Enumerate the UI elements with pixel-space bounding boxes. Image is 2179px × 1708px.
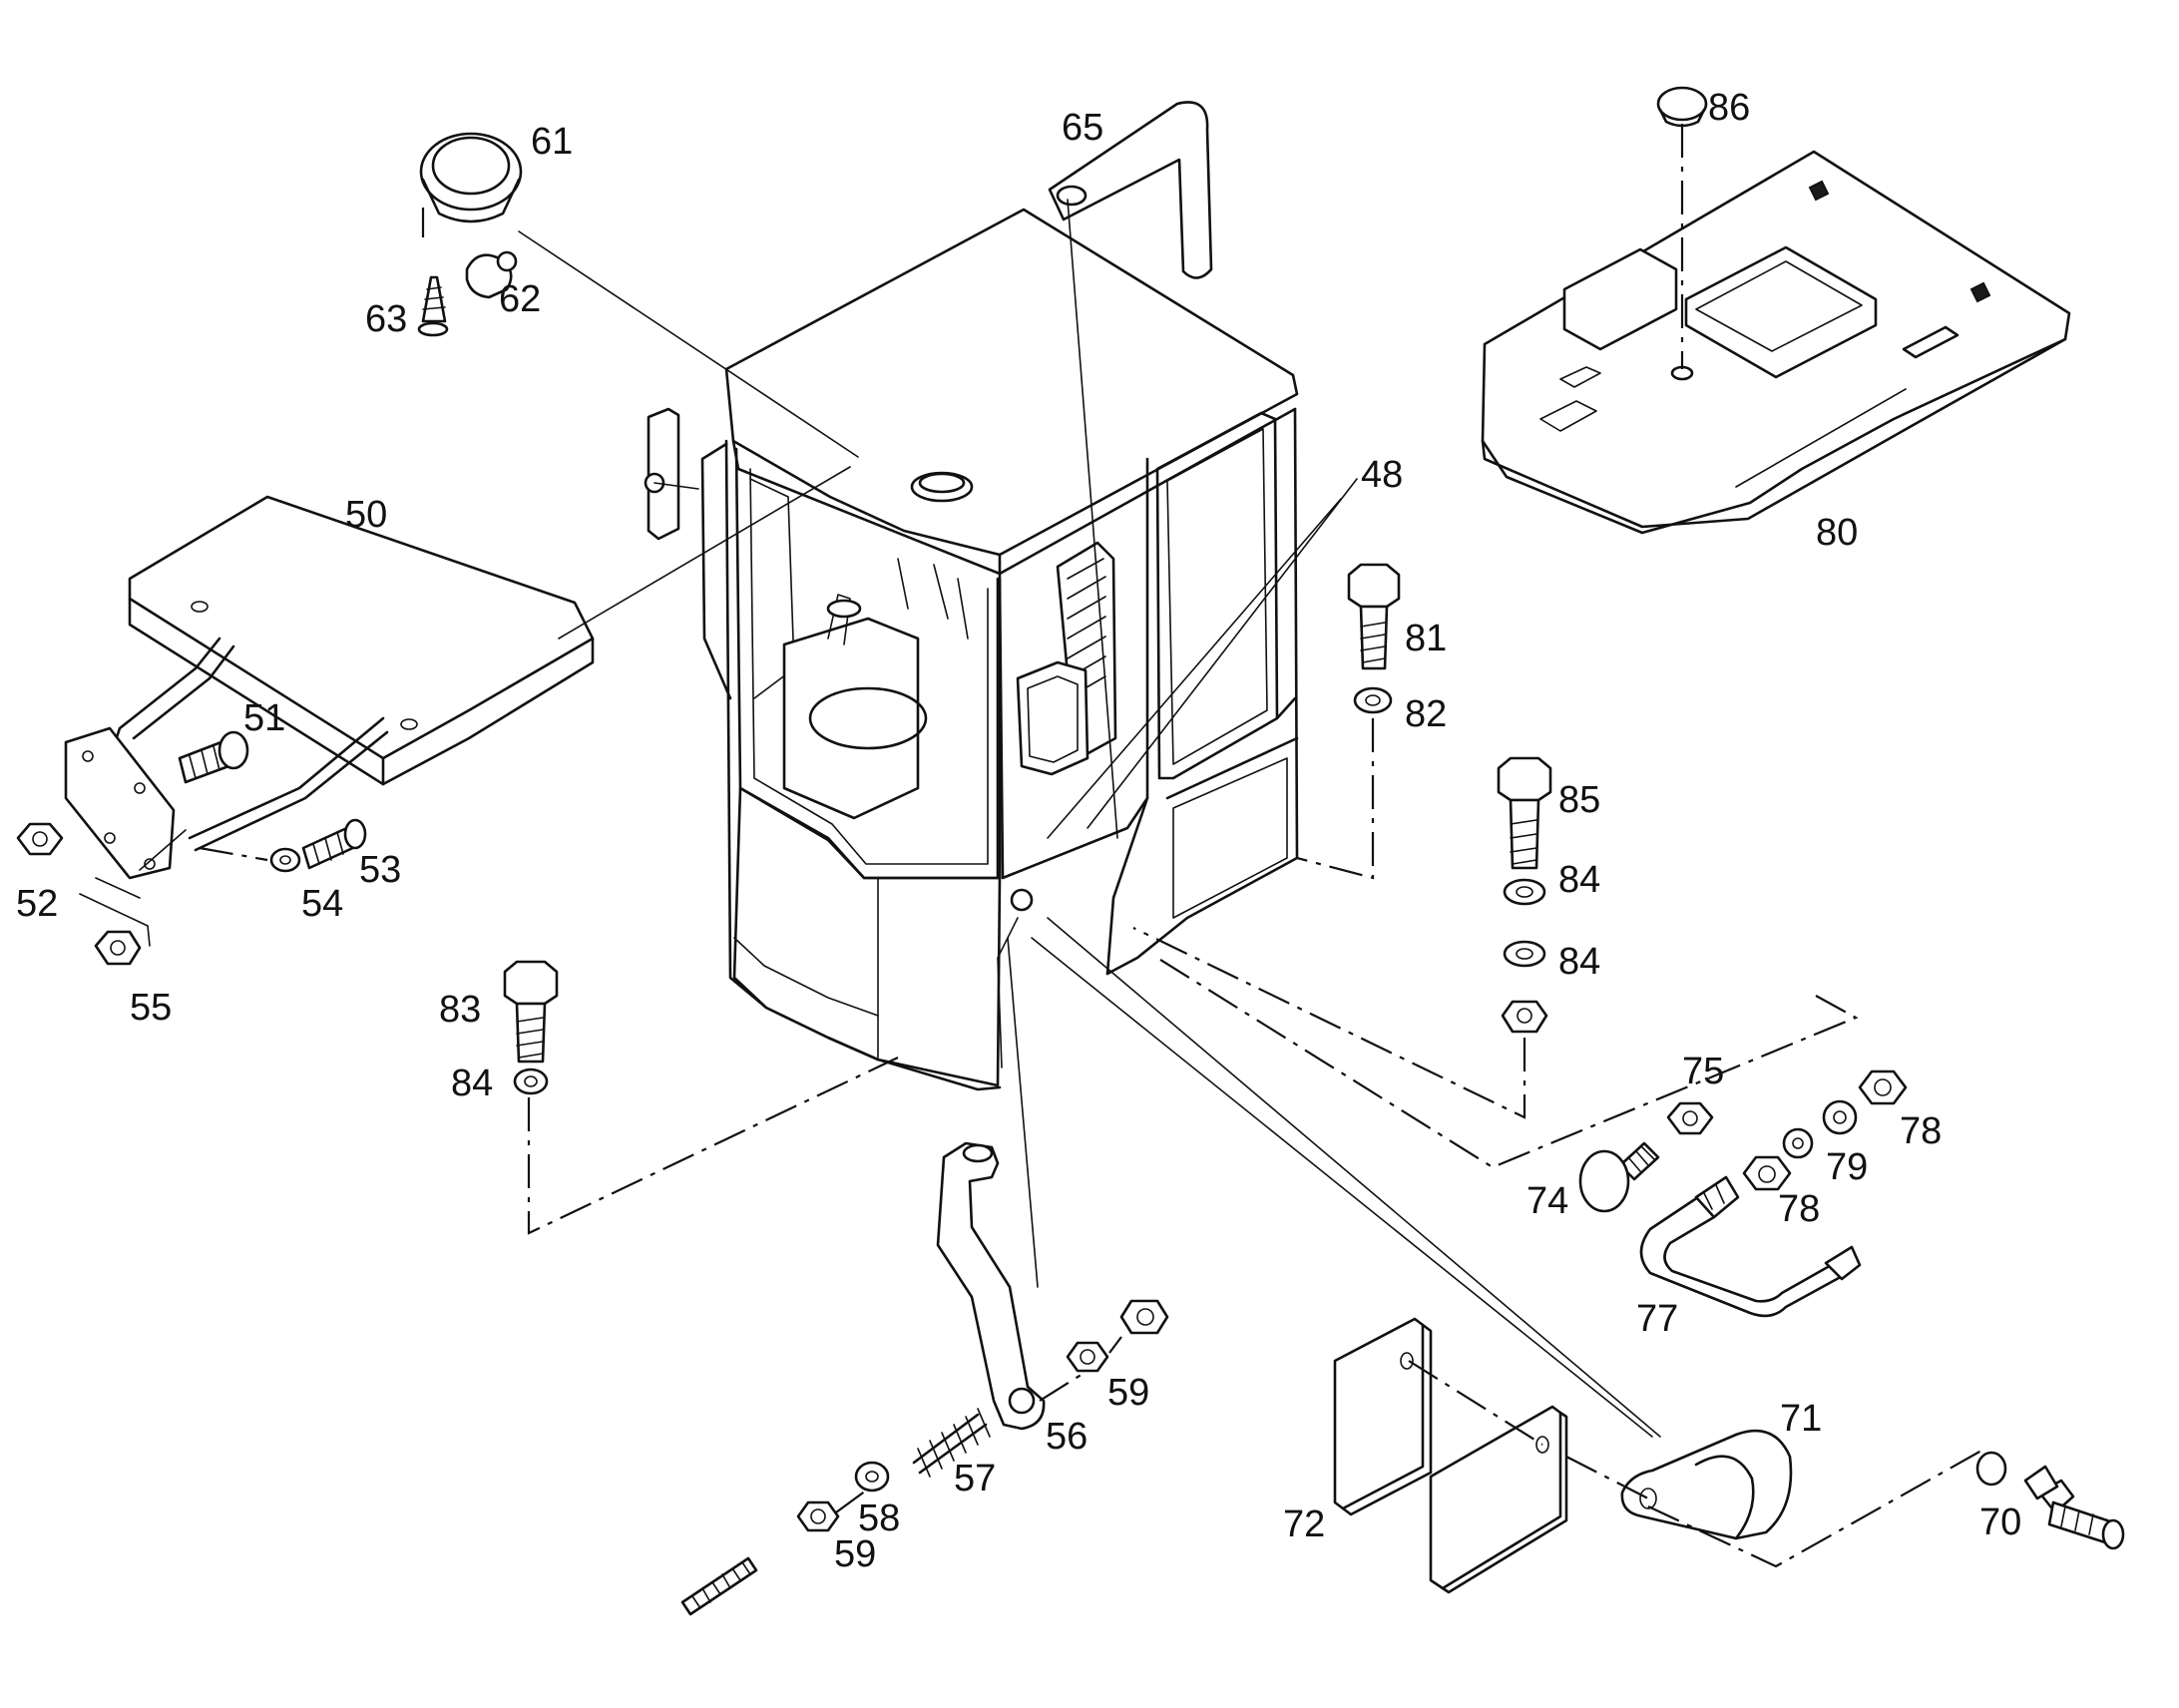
label-51: 51: [243, 697, 285, 739]
bolt-51: [178, 730, 249, 784]
label-56: 56: [1046, 1416, 1088, 1458]
cab-lower-panel: [732, 786, 1002, 1087]
nut-59b: [1066, 1341, 1109, 1373]
bolt-74: [1578, 1141, 1660, 1213]
plate-72a: [1333, 1317, 1433, 1516]
label-65: 65: [1062, 107, 1103, 149]
bolt-83: [503, 960, 559, 1064]
label-84-lower: 84: [1558, 941, 1600, 983]
label-85: 85: [1558, 779, 1600, 821]
nut-52: [16, 822, 64, 856]
bolt-53: [301, 818, 367, 870]
grab-handle: [1048, 101, 1213, 279]
washer-84a: [1503, 878, 1546, 906]
cab-console: [782, 617, 920, 820]
label-57: 57: [954, 1458, 996, 1499]
washer-84c: [513, 1068, 549, 1095]
label-74: 74: [1526, 1180, 1568, 1222]
label-48: 48: [1361, 454, 1403, 496]
step-plate: [128, 495, 595, 760]
nut-59a: [796, 1500, 840, 1532]
bolt-85: [1497, 756, 1552, 870]
label-84-left: 84: [451, 1063, 493, 1104]
label-55: 55: [130, 987, 172, 1029]
label-71: 71: [1780, 1398, 1822, 1440]
lever-56: [936, 1141, 1046, 1431]
washer-54: [269, 847, 301, 873]
label-84-upper: 84: [1558, 859, 1600, 901]
mirror-left: [647, 407, 680, 541]
label-79: 79: [1826, 1146, 1868, 1188]
step-plate-assembly: [64, 495, 595, 880]
label-86: 86: [1708, 87, 1750, 129]
dome-light-61: [419, 132, 523, 223]
callout-labels: 48 50 51 52 53 54 55 56 57 58 59 59 61 6…: [16, 87, 2021, 1575]
leader-lines: [79, 124, 1982, 1568]
washer-58: [854, 1461, 890, 1493]
strap-71: [1620, 1429, 1793, 1540]
label-70: 70: [1979, 1501, 2021, 1543]
mounting-flange: [64, 726, 176, 880]
label-61: 61: [531, 121, 573, 163]
steering-wheel: [808, 686, 928, 750]
u-bolt-77: [1639, 1175, 1862, 1318]
bolt-70: [1975, 1451, 2125, 1550]
label-59-right: 59: [1107, 1372, 1149, 1414]
nut-78b: [1858, 1069, 1908, 1105]
nut-59c: [1119, 1299, 1169, 1335]
nut-75: [1666, 1101, 1714, 1135]
screw-63: [417, 275, 449, 337]
label-62: 62: [499, 278, 541, 320]
bulb-62: [465, 250, 518, 299]
label-72: 72: [1283, 1503, 1325, 1545]
label-53: 53: [359, 849, 401, 891]
nut-84: [1501, 1000, 1548, 1034]
washer-84b: [1503, 940, 1546, 968]
plate-72b: [1429, 1405, 1568, 1594]
cab-assembly: [644, 101, 1299, 1091]
mirror-right: [1016, 660, 1090, 776]
floor-plate-assembly: [1481, 150, 2071, 535]
label-78-left: 78: [1778, 1188, 1820, 1230]
label-54: 54: [301, 883, 343, 925]
nut-78a: [1742, 1155, 1792, 1191]
nut-55: [94, 930, 142, 966]
label-63: 63: [365, 298, 407, 340]
label-81: 81: [1405, 618, 1447, 659]
label-52: 52: [16, 883, 58, 925]
label-83: 83: [439, 989, 481, 1031]
label-75: 75: [1682, 1051, 1724, 1092]
label-78-right: 78: [1900, 1110, 1942, 1152]
plug-86: [1656, 86, 1708, 128]
label-59-left: 59: [834, 1533, 876, 1575]
washer-79b: [1822, 1099, 1858, 1135]
washer-79a: [1782, 1127, 1814, 1159]
label-82: 82: [1405, 693, 1447, 735]
label-77: 77: [1636, 1298, 1678, 1340]
bolt-81: [1347, 563, 1401, 670]
washer-82: [1353, 686, 1393, 714]
label-58: 58: [858, 1497, 900, 1539]
threaded-rod: [680, 1556, 758, 1616]
label-50: 50: [345, 494, 387, 536]
label-80: 80: [1816, 512, 1858, 554]
spring-57: [912, 1408, 991, 1478]
